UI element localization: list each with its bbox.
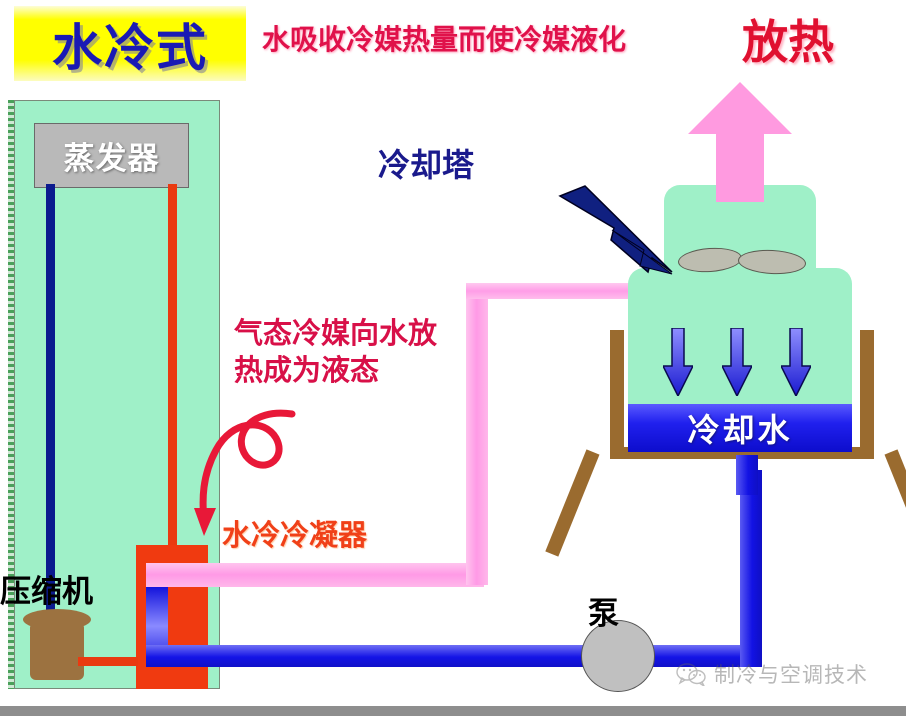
up-arrow-icon bbox=[688, 82, 792, 202]
tower-leg-left-vertical bbox=[610, 330, 624, 455]
top-note-text: 水吸收冷媒热量而使冷媒液化 bbox=[262, 23, 627, 56]
cooling-water-basin: 冷却水 bbox=[628, 404, 852, 452]
down-right-arrow-icon bbox=[558, 185, 673, 275]
watermark: 制冷与空调技术 bbox=[676, 659, 868, 689]
evaporator-label: 蒸发器 bbox=[63, 141, 160, 177]
cooling-water-label: 冷却水 bbox=[687, 411, 793, 449]
hot-gas-pipe-vertical bbox=[466, 285, 488, 585]
title-text: 水冷式 bbox=[52, 18, 208, 77]
water-cooled-condenser-label: 水冷冷凝器 bbox=[222, 518, 368, 552]
title-banner bbox=[14, 6, 246, 81]
gas-note-line-2: 热成为液态 bbox=[234, 353, 380, 388]
compressor-to-condenser-pipe bbox=[78, 657, 138, 666]
wechat-icon bbox=[676, 663, 706, 686]
compressor-body bbox=[30, 622, 84, 680]
evaporator-chilled-water-pipe bbox=[46, 184, 55, 616]
cooling-water-riser-pipe bbox=[740, 470, 762, 667]
compressor-cap bbox=[23, 609, 91, 630]
evaporator-box: 蒸发器 bbox=[34, 123, 189, 188]
pump-label: 泵 bbox=[588, 596, 619, 632]
basin-outlet-pipe bbox=[736, 455, 758, 495]
hot-gas-pipe-horizontal-lower bbox=[146, 563, 484, 587]
watermark-text: 制冷与空调技术 bbox=[714, 663, 868, 687]
tower-leg-right-vertical bbox=[860, 330, 874, 455]
compressor-label: 压缩机 bbox=[0, 574, 93, 610]
down-arrow-icon bbox=[663, 328, 693, 396]
down-arrow-icon bbox=[781, 328, 811, 396]
bottom-bar bbox=[0, 706, 906, 716]
heat-release-text: 放热 bbox=[742, 15, 834, 69]
tower-leg-right-diagonal bbox=[884, 449, 906, 557]
gas-note-line-1: 气态冷媒向水放 bbox=[234, 316, 438, 350]
cooling-tower-label: 冷却塔 bbox=[378, 146, 475, 184]
cooling-tower-upper-body bbox=[664, 185, 816, 295]
cooling-water-pipe-bottom bbox=[146, 645, 762, 667]
cooling-water-pipe-at-condenser bbox=[146, 587, 168, 662]
pump-circle-icon bbox=[581, 620, 655, 692]
down-arrow-icon bbox=[722, 328, 752, 396]
tower-leg-left-diagonal bbox=[545, 449, 600, 557]
gas-refrigerant-note: 气态冷媒向水放 热成为液态 bbox=[234, 315, 437, 389]
evaporator-refrigerant-pipe bbox=[168, 184, 177, 564]
panel-left-stripe bbox=[8, 100, 14, 689]
